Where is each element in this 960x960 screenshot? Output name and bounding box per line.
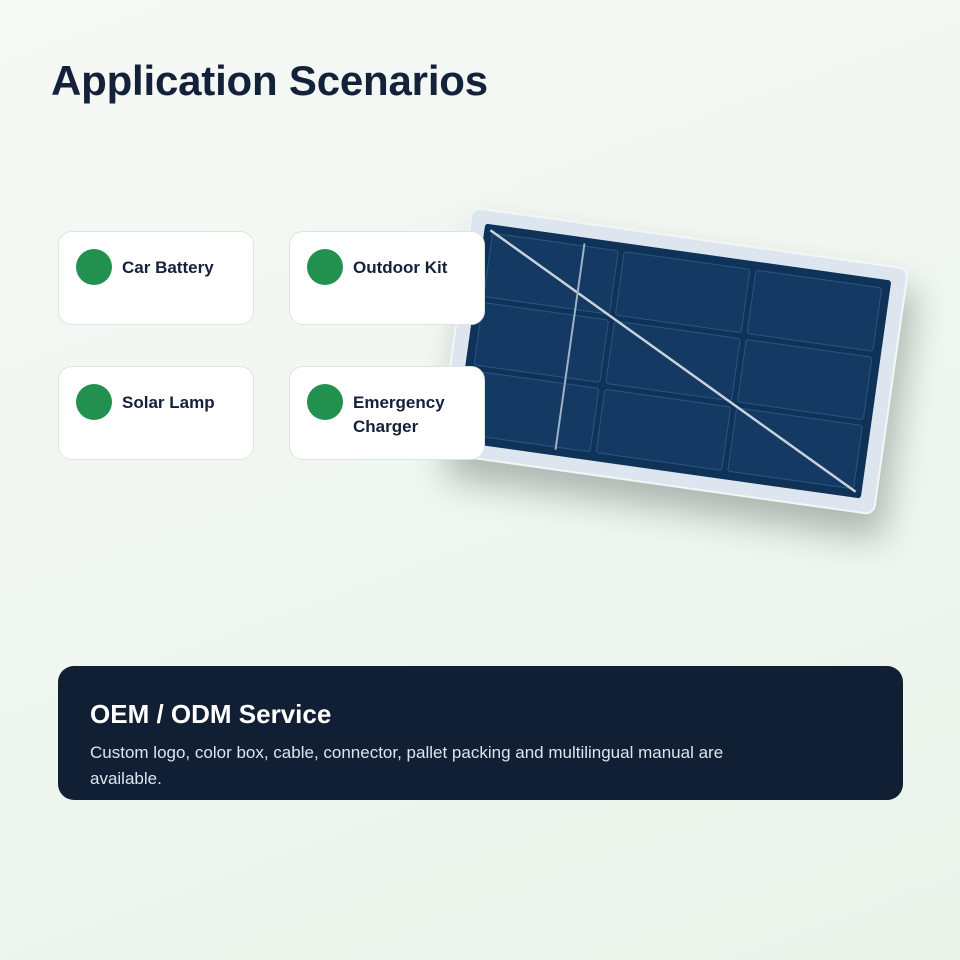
scenario-label: Solar Lamp bbox=[122, 393, 215, 412]
solar-panel-frame bbox=[436, 206, 910, 516]
solar-panel-cells bbox=[454, 223, 892, 499]
page-title: Application Scenarios bbox=[51, 57, 488, 104]
solar-panel-wires bbox=[489, 229, 857, 493]
oem-title: OEM / ODM Service bbox=[90, 699, 332, 729]
scenario-card-emergency-charger: Emergency Charger bbox=[289, 366, 485, 460]
scenario-card-solar-lamp: Solar Lamp bbox=[58, 366, 254, 460]
green-dot-icon bbox=[76, 384, 112, 420]
scenario-card-car-battery: Car Battery bbox=[58, 231, 254, 325]
scenario-label: Outdoor Kit bbox=[353, 258, 448, 277]
oem-service-banner: OEM / ODM Service Custom logo, color box… bbox=[58, 666, 903, 800]
vertical-wire bbox=[554, 243, 586, 450]
solar-panel-image bbox=[436, 206, 910, 516]
green-dot-icon bbox=[76, 249, 112, 285]
scenario-card-outdoor-kit: Outdoor Kit bbox=[289, 231, 485, 325]
green-dot-icon bbox=[307, 384, 343, 420]
scenario-label: Emergency Charger bbox=[353, 393, 445, 436]
diagonal-wire bbox=[489, 229, 857, 493]
green-dot-icon bbox=[307, 249, 343, 285]
oem-description: Custom logo, color box, cable, connector… bbox=[90, 743, 724, 788]
scenario-label: Car Battery bbox=[122, 258, 214, 277]
